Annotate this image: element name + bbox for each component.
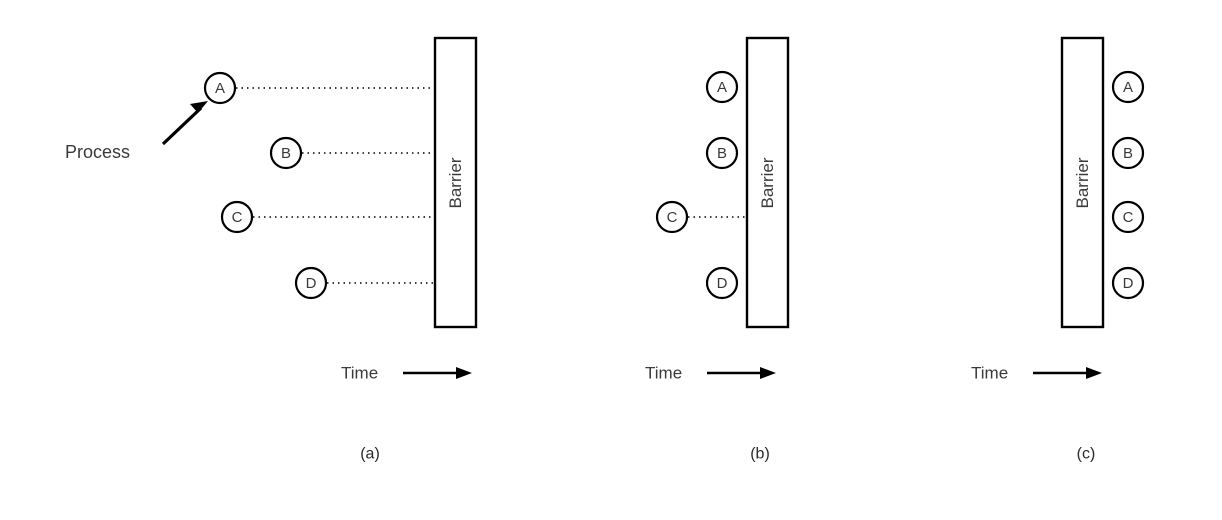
process-label-a-B: B [281,145,291,162]
process-circle-b-D [705,266,739,300]
panel-caption-a: (a) [360,446,380,463]
process-node-b-C[interactable]: C [655,200,689,234]
barrier-label-b: Barrier [758,157,777,208]
time-axis-label-a: Time [341,364,378,383]
process-label-c-C: C [1123,209,1134,226]
process-label-b-B: B [717,145,727,162]
process-circle-b-A [705,70,739,104]
process-label-a-A: A [215,80,225,97]
process-circle-c-A [1111,70,1145,104]
barrier-rect-c [1060,36,1105,329]
panel-c: Barrier A B C D Time [971,36,1145,463]
process-node-b-D[interactable]: D [705,266,739,300]
arrow-right-icon-b [707,367,776,379]
process-label-c-B: B [1123,145,1133,162]
barrier-a: Barrier [433,36,478,329]
barrier-c: Barrier [1060,36,1105,329]
arrow-right-icon-c [1033,367,1102,379]
process-circle-a-D [294,266,328,300]
process-node-b-A[interactable]: A [705,70,739,104]
process-node-a-A[interactable]: A [203,71,237,105]
process-annotation-label: Process [65,142,130,162]
process-circle-c-B [1111,136,1145,170]
process-circle-b-C [655,200,689,234]
process-node-c-B[interactable]: B [1111,136,1145,170]
barrier-label-c: Barrier [1073,157,1092,208]
barrier-rect-a [433,36,478,329]
process-circle-a-A [203,71,237,105]
time-axis-label-c: Time [971,364,1008,383]
process-label-a-C: C [232,209,243,226]
panel-caption-b: (b) [750,446,770,463]
arrow-up-right-icon [161,101,208,146]
arrow-right-icon-a [403,367,472,379]
process-label-b-A: A [717,79,727,96]
process-circle-a-B [269,136,303,170]
process-label-a-D: D [306,275,317,292]
process-label-c-D: D [1123,275,1134,292]
process-node-a-C[interactable]: C [220,200,254,234]
process-node-c-D[interactable]: D [1111,266,1145,300]
process-annotation: Process [65,101,208,162]
time-axis-label-b: Time [645,364,682,383]
process-node-c-A[interactable]: A [1111,70,1145,104]
barrier-rect-b [745,36,790,329]
process-node-a-B[interactable]: B [269,136,303,170]
process-node-a-D[interactable]: D [294,266,328,300]
panel-b: Barrier A B C D Time [645,36,790,463]
barrier-b: Barrier [745,36,790,329]
process-label-b-D: D [717,275,728,292]
panel-a: Barrier A B C D P [65,36,478,463]
process-label-c-A: A [1123,79,1133,96]
process-circle-a-C [220,200,254,234]
time-axis-c: Time [971,364,1102,383]
process-node-b-B[interactable]: B [705,136,739,170]
process-circle-b-B [705,136,739,170]
time-axis-b: Time [645,364,776,383]
barrier-label-a: Barrier [446,157,465,208]
panel-caption-c: (c) [1077,446,1096,463]
time-axis-a: Time [341,364,472,383]
process-circle-c-C [1111,200,1145,234]
process-label-b-C: C [667,209,678,226]
process-circle-c-D [1111,266,1145,300]
process-node-c-C[interactable]: C [1111,200,1145,234]
